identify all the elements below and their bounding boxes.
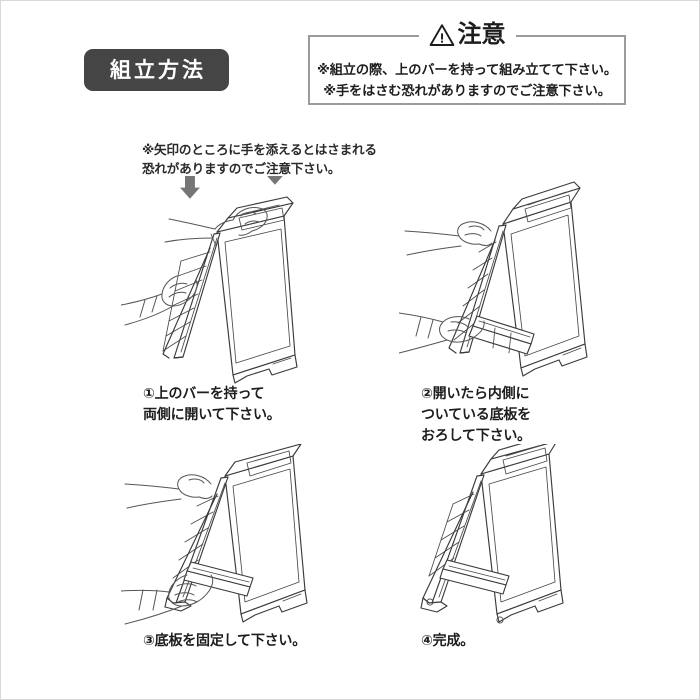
step-1-caption: ①上のバーを持って 両側に開いて下さい。 <box>143 383 281 425</box>
step-3-illustration <box>121 444 351 629</box>
step-4-caption: ④完成。 <box>421 630 474 651</box>
step-2-illustration <box>399 176 629 386</box>
page-header: 組立方法 ※組立の際、上のバーを持って組み立てて下さい。 ※手をはさむ恐れがあり… <box>1 1 699 121</box>
step-3-caption: ③底板を固定して下さい。 <box>143 630 306 651</box>
step-4-illustration <box>399 444 629 629</box>
step-1-caption-line-1: ①上のバーを持って <box>143 385 265 401</box>
arrow-note-line-1: ※矢印のところに手を添えるとはさまれる <box>142 143 377 157</box>
step-4-caption-line-1: ④完成。 <box>421 632 475 648</box>
caution-text-block: ※組立の際、上のバーを持って組み立てて下さい。 ※手をはさむ恐れがありますのでご… <box>310 59 624 101</box>
caution-panel: ※組立の際、上のバーを持って組み立てて下さい。 ※手をはさむ恐れがありますのでご… <box>308 35 626 105</box>
warning-arrow-right <box>267 176 283 185</box>
step-1-illustration <box>121 176 351 386</box>
step-1-caption-line-2: 両側に開いて下さい。 <box>143 406 281 422</box>
step-1: ①上のバーを持って 両側に開いて下さい。 <box>121 176 351 431</box>
step-2-caption-line-1: ②開いたら内側に <box>421 385 530 401</box>
caution-line-2: ※手をはさむ恐れがありますのでご注意下さい。 <box>323 83 611 98</box>
page-title-badge: 組立方法 <box>84 49 229 91</box>
step-2-caption: ②開いたら内側に ついている底板を おろして下さい。 <box>421 383 531 446</box>
step-2: ②開いたら内側に ついている底板を おろして下さい。 <box>399 176 629 446</box>
step-3: ③底板を固定して下さい。 <box>121 444 351 659</box>
step-2-caption-line-2: ついている底板を <box>421 406 531 422</box>
page-title: 組立方法 <box>110 58 206 82</box>
arrow-note-line-2: 恐れがありますのでご注意下さい。 <box>142 162 341 176</box>
arrow-warning-note: ※矢印のところに手を添えるとはさまれる 恐れがありますのでご注意下さい。 <box>142 141 402 179</box>
warning-arrow-left <box>180 176 200 199</box>
step-3-caption-line-1: ③底板を固定して下さい。 <box>143 632 307 648</box>
step-4: ④完成。 <box>399 444 629 659</box>
step-2-caption-line-3: おろして下さい。 <box>421 427 531 443</box>
caution-line-1: ※組立の際、上のバーを持って組み立てて下さい。 <box>317 62 617 77</box>
